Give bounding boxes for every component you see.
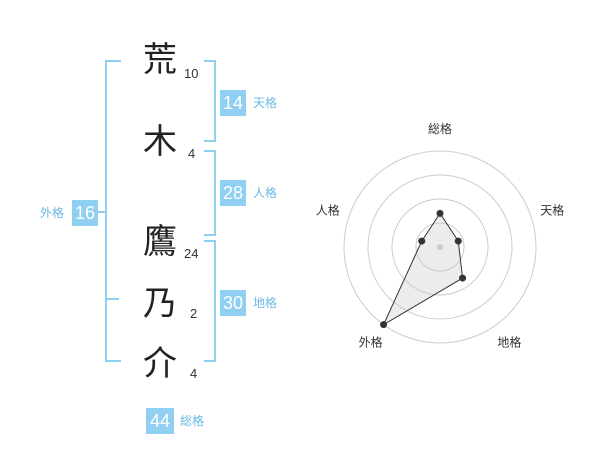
stroke-count-2: 4 xyxy=(188,146,196,161)
radar-point-2 xyxy=(454,237,462,245)
chikaku-bracket xyxy=(204,240,216,362)
chikaku-value: 30 xyxy=(220,290,246,316)
stroke-count-1: 10 xyxy=(184,66,199,81)
gaikaku-inner-tick xyxy=(105,298,119,300)
radar-ring-4 xyxy=(343,150,537,344)
tenkaku-value: 14 xyxy=(220,90,246,116)
radar-axis-label-3: 地格 xyxy=(497,334,521,349)
jinkaku-label: 人格 xyxy=(253,186,278,200)
name-char-5: 介 xyxy=(143,344,177,384)
radar-point-5 xyxy=(418,237,426,245)
radar-ring-1 xyxy=(415,222,465,272)
radar-axis-label-2: 天格 xyxy=(540,203,564,218)
gaikaku-label: 外格 xyxy=(40,206,65,220)
name-char-3: 鷹 xyxy=(143,222,177,262)
radar-point-4 xyxy=(380,321,388,329)
radar-series-polygon xyxy=(382,212,464,326)
stroke-count-5: 4 xyxy=(190,366,198,381)
chikaku-label: 地格 xyxy=(253,296,278,310)
gaikaku-tick xyxy=(94,211,106,213)
tenkaku-label: 天格 xyxy=(253,96,278,110)
name-char-2: 木 xyxy=(143,122,177,162)
name-char-1: 荒 xyxy=(143,40,177,80)
jinkaku-value: 28 xyxy=(220,180,246,206)
gaikaku-bracket xyxy=(105,60,121,362)
radar-axis-label-1: 総格 xyxy=(428,121,452,136)
stroke-count-3: 24 xyxy=(184,246,199,261)
gaikaku-value: 16 xyxy=(72,200,98,226)
radar-ring-2 xyxy=(391,198,489,296)
radar-axis-label-5: 人格 xyxy=(316,203,340,218)
tenkaku-bracket xyxy=(204,60,216,142)
radar-ring-3 xyxy=(367,174,513,320)
soukaku-label: 総格 xyxy=(180,414,205,428)
radar-point-1 xyxy=(436,209,444,217)
radar-center xyxy=(437,244,443,250)
jinkaku-bracket xyxy=(204,150,216,236)
soukaku-value: 44 xyxy=(146,408,174,434)
radar-axis-label-4: 外格 xyxy=(359,334,383,349)
radar-point-3 xyxy=(459,274,467,282)
stroke-count-4: 2 xyxy=(190,306,198,321)
name-char-4: 乃 xyxy=(143,284,177,324)
